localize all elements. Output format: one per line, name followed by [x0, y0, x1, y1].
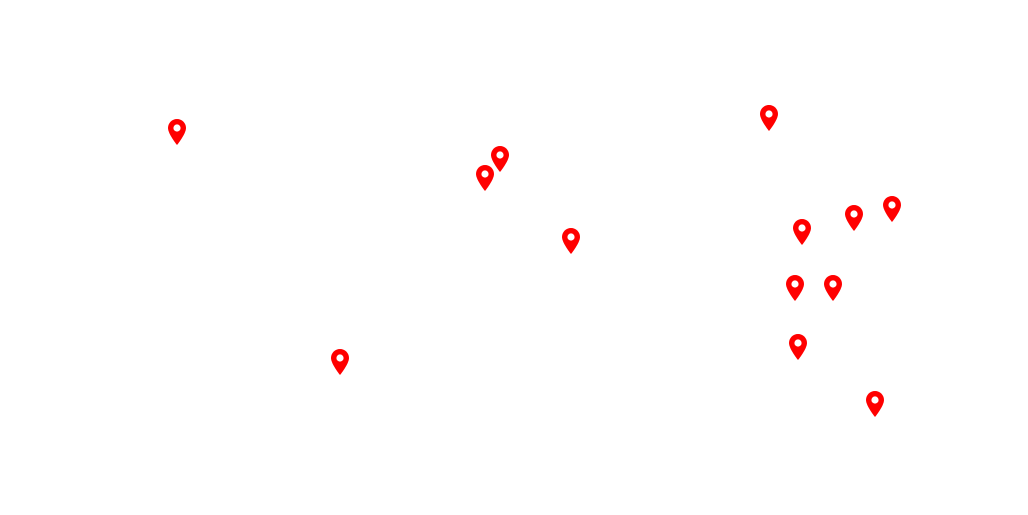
map-pin-icon	[845, 205, 863, 231]
map-pin-icon	[331, 349, 349, 375]
map-pin-icon	[789, 334, 807, 360]
map-marker[interactable]	[561, 227, 581, 255]
map-marker[interactable]	[330, 348, 350, 376]
map-marker[interactable]	[792, 218, 812, 246]
map-marker[interactable]	[788, 333, 808, 361]
map-pin-icon	[786, 275, 804, 301]
map-pin-icon	[824, 275, 842, 301]
map-marker[interactable]	[475, 164, 495, 192]
map-marker[interactable]	[167, 118, 187, 146]
map-marker[interactable]	[882, 195, 902, 223]
map-pin-icon	[883, 196, 901, 222]
map-pin-icon	[491, 146, 509, 172]
map-pin-icon	[476, 165, 494, 191]
map-marker[interactable]	[759, 104, 779, 132]
map-marker[interactable]	[490, 145, 510, 173]
map-pin-icon	[793, 219, 811, 245]
map-pin-icon	[562, 228, 580, 254]
map-marker[interactable]	[844, 204, 864, 232]
map-pin-icon	[168, 119, 186, 145]
map-pin-icon	[760, 105, 778, 131]
map-marker[interactable]	[865, 390, 885, 418]
map-pin-icon	[866, 391, 884, 417]
map-marker[interactable]	[785, 274, 805, 302]
map-marker[interactable]	[823, 274, 843, 302]
